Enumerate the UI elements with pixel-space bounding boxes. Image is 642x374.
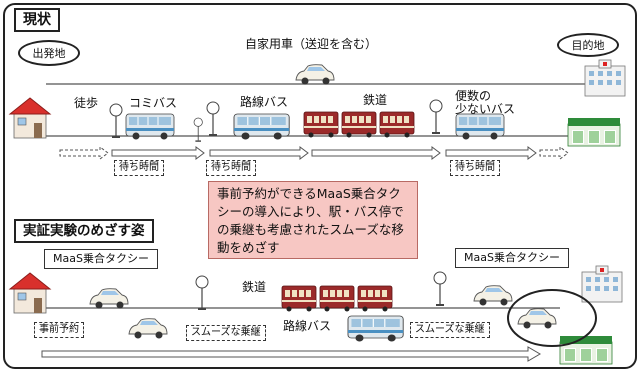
mode-walk: 徒歩 — [74, 96, 99, 110]
mode-community-bus: コミバス — [129, 96, 178, 110]
waiting-time-label: 待ち時間 — [450, 160, 500, 176]
callout-box: 事前予約ができるMaaS乗合タクシーの導入により、駅・バス停での乗継も考慮された… — [208, 181, 418, 259]
mode-route-bus: 路線バス — [240, 95, 289, 109]
diagram-frame — [3, 3, 637, 369]
destination-label: 目的地 — [557, 33, 619, 57]
mode-infrequent-bus: 便数の 少ないバス — [455, 89, 516, 116]
goal-section-title: 実証実験のめざす姿 — [14, 219, 154, 243]
goal-route-bus-label: 路線バス — [283, 319, 332, 333]
origin-label: 出発地 — [18, 40, 80, 66]
waiting-time-label: 待ち時間 — [114, 160, 164, 176]
taxi-label-right: MaaS乗合タクシー — [455, 248, 569, 268]
taxi-label-left: MaaS乗合タクシー — [44, 249, 158, 269]
car-label: 自家用車（送迎を含む） — [245, 37, 378, 51]
waiting-time-label: 待ち時間 — [206, 160, 256, 176]
goal-railway-label: 鉄道 — [242, 280, 267, 294]
advance-booking-label: 事前予約 — [34, 322, 84, 338]
mode-railway: 鉄道 — [363, 93, 388, 107]
smooth-transfer-label: スムーズな乗継 — [410, 322, 490, 338]
current-section-title: 現状 — [14, 8, 60, 32]
smooth-transfer-label: スムーズな乗継 — [186, 325, 266, 341]
